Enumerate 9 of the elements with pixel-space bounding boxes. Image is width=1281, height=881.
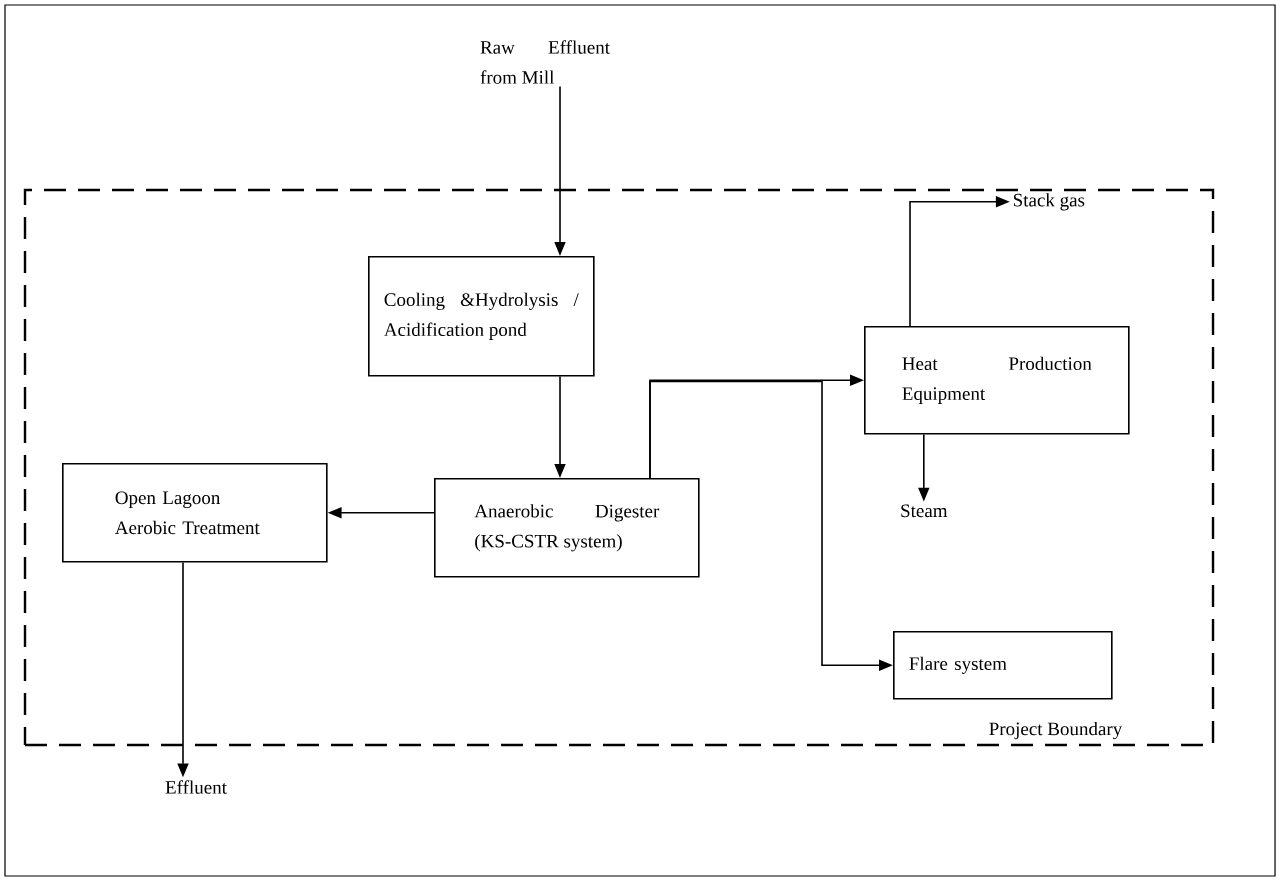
process-box: Flare system	[893, 631, 1113, 700]
source-label: Raw Effluent from Mill	[480, 40, 610, 84]
process-box: Anaerobic Digester (KS-CSTR system)	[434, 478, 700, 578]
process-box: Heat Production Equipment	[864, 326, 1130, 435]
process-box: Open Lagoon Aerobic Treatment	[62, 463, 328, 563]
output-label: Steam	[901, 504, 948, 518]
output-label: Stack gas	[1013, 193, 1085, 211]
output-label: Effluent	[165, 780, 227, 794]
process-box: Cooling &Hydrolysis / Acidification pond	[368, 256, 595, 377]
